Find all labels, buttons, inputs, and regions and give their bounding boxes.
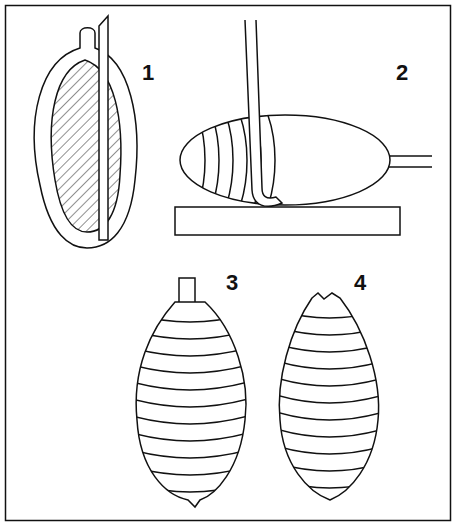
ridge-line — [125, 414, 255, 424]
ridge-line — [125, 363, 255, 373]
ridge-line — [270, 478, 390, 488]
figure-3-ridged — [125, 278, 255, 507]
ridge-line — [125, 397, 255, 407]
ridge-line — [125, 431, 255, 441]
ridge-line — [125, 329, 255, 339]
ridge-line — [266, 110, 275, 212]
callout-number: 3 — [226, 272, 238, 294]
ridge-line — [270, 393, 390, 403]
figure-1-section — [34, 16, 137, 248]
ridge-line — [125, 380, 255, 390]
ridge-line — [125, 346, 255, 356]
ridge-line — [210, 110, 219, 212]
ridge-line — [270, 461, 390, 471]
ridge-line — [270, 410, 390, 420]
ridge-line — [238, 110, 247, 212]
ridge-line — [270, 444, 390, 454]
ridge-line — [270, 308, 390, 318]
ridge-line — [125, 448, 255, 458]
ridge-line — [196, 110, 205, 212]
ridge-line — [125, 482, 255, 492]
ridge-line — [270, 376, 390, 386]
callout-number: 4 — [354, 272, 366, 294]
ridge-line — [270, 325, 390, 335]
frame — [6, 6, 451, 521]
ridge-line — [224, 110, 233, 212]
figure-4-finished — [270, 293, 390, 500]
ridge-line — [125, 312, 255, 322]
ridge-line — [270, 342, 390, 352]
figure-2-shaping — [175, 20, 432, 235]
callout-number: 1 — [142, 62, 154, 84]
ridge-line — [270, 359, 390, 369]
callout-number: 2 — [396, 62, 408, 84]
ridge-line — [270, 427, 390, 437]
ridge-line — [125, 465, 255, 475]
